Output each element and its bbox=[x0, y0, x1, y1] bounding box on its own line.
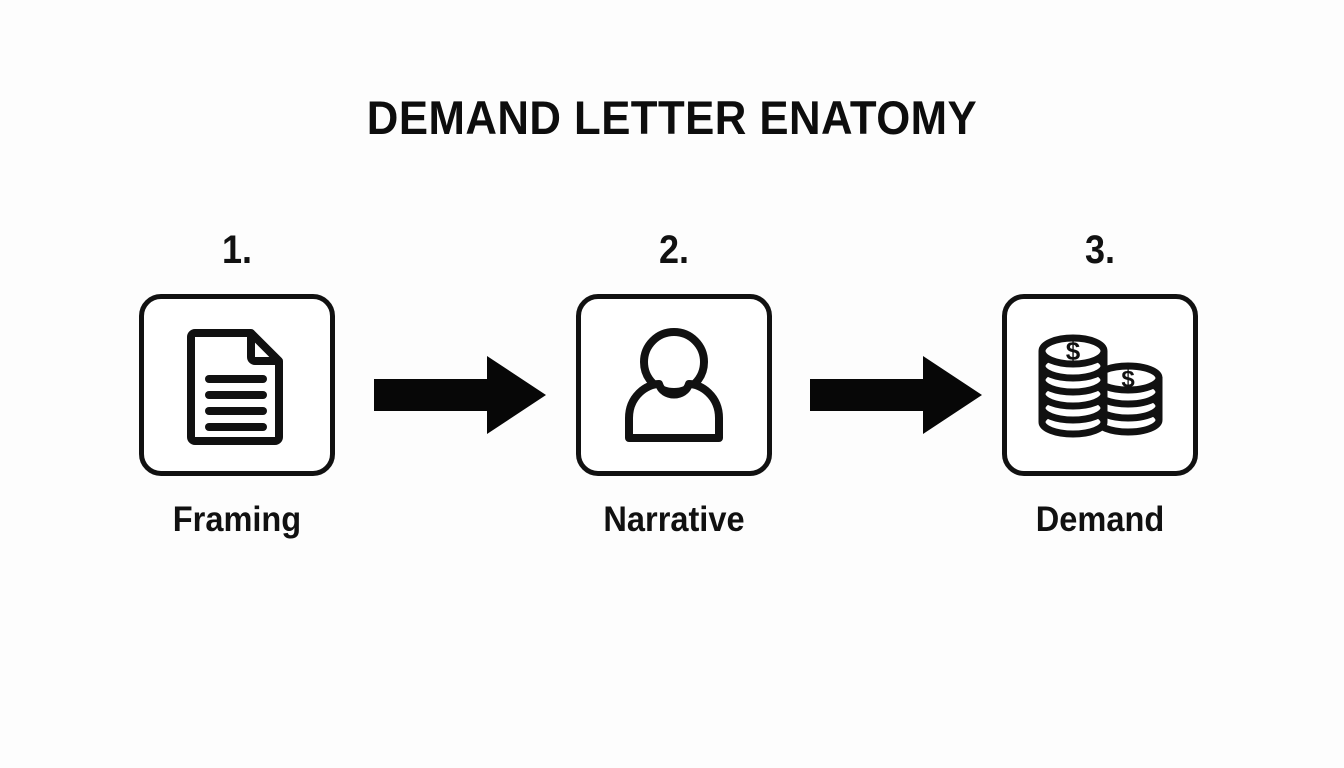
icon-box-narrative[interactable] bbox=[576, 294, 772, 476]
svg-text:$: $ bbox=[1121, 366, 1135, 393]
step-demand[interactable]: 3. bbox=[970, 228, 1230, 540]
step-number-2: 2. bbox=[658, 228, 690, 272]
person-icon bbox=[619, 326, 729, 444]
step-number-3: 3. bbox=[1084, 228, 1116, 272]
icon-box-demand[interactable]: $ bbox=[1002, 294, 1198, 476]
document-icon bbox=[185, 325, 289, 445]
page-title: DEMAND LETTER ENATOMY bbox=[366, 91, 978, 144]
icon-box-framing[interactable] bbox=[139, 294, 335, 476]
step-number-1: 1. bbox=[221, 228, 253, 272]
step-framing[interactable]: 1. Framing bbox=[107, 228, 367, 540]
step-label-demand: Demand bbox=[1035, 500, 1165, 539]
step-narrative[interactable]: 2. Narrative bbox=[544, 228, 804, 540]
step-label-narrative: Narrative bbox=[603, 500, 745, 539]
coin-stacks-icon: $ bbox=[1036, 326, 1164, 444]
step-label-framing: Framing bbox=[172, 500, 302, 539]
svg-text:$: $ bbox=[1066, 336, 1081, 366]
arrow-narrative-to-demand bbox=[810, 356, 982, 434]
arrow-framing-to-narrative bbox=[374, 356, 546, 434]
